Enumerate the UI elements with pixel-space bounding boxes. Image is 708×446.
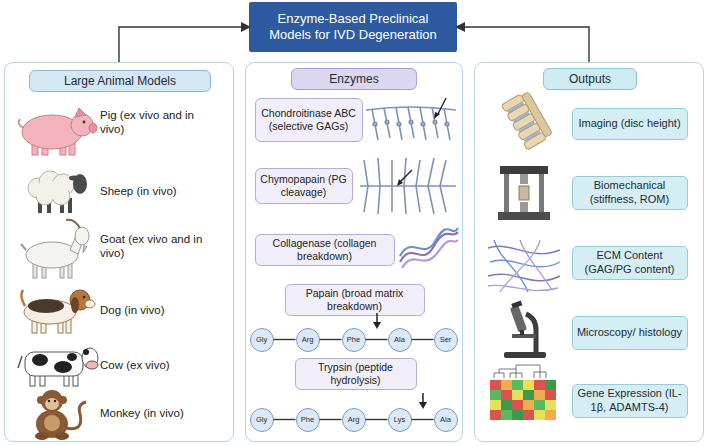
microscope-icon: [504, 300, 546, 358]
amino-acid-circle: Ala: [388, 328, 412, 352]
output-label: Biomechanical (stiffness, ROM): [577, 179, 683, 205]
output-box: Microscopy/ histology: [572, 316, 688, 350]
amino-acid-label: Arg: [348, 415, 360, 424]
amino-acid-label: Phe: [347, 335, 360, 344]
amino-acid-circle: Lys: [388, 408, 412, 432]
cow-icon: [18, 348, 98, 386]
animal-label: Dog (in vivo): [100, 303, 218, 317]
cleavage-arrowhead: [434, 112, 440, 119]
amino-acid-label: Phe: [301, 415, 314, 424]
enzyme-box: Chondroitinase ABC (selective GAGs): [255, 98, 363, 142]
amino-acid-circle: Gly: [250, 328, 274, 352]
connector: [366, 419, 388, 420]
pig-icon: [19, 108, 97, 155]
testing-machine-icon: [498, 166, 550, 220]
output-box: Gene Expression (IL-1β, ADAMTS-4): [572, 384, 688, 418]
amino-acid-circle: Ala: [434, 408, 458, 432]
amino-acid-circle: Arg: [296, 328, 320, 352]
output-box: Imaging (disc height): [572, 108, 688, 140]
output-label: Imaging (disc height): [578, 117, 680, 130]
ecm-fibre-icon: [488, 240, 560, 292]
output-label: Gene Expression (IL-1β, ADAMTS-4): [577, 387, 683, 413]
amino-acid-label: Ala: [440, 415, 451, 424]
cleavage-arrowhead: [373, 322, 381, 329]
enzyme-box: Papain (broad matrix breakdown): [285, 284, 425, 316]
sheep-icon: [28, 171, 87, 213]
output-label: Microscopy/ histology: [577, 326, 682, 339]
amino-acid-circle: Arg: [342, 408, 366, 432]
connector: [320, 339, 342, 340]
cleavage-arrow: [400, 170, 412, 182]
connector: [119, 27, 249, 62]
connector: [412, 419, 434, 420]
amino-acid-circle: Gly: [250, 408, 274, 432]
enzyme-label: Chymopapain (PG cleavage): [259, 173, 349, 198]
panel-heading: Large Animal Models: [29, 70, 211, 92]
panel: OutputsImaging (disc height) Biomechanica…: [474, 62, 704, 442]
animal-label: Cow (ex vivo): [100, 358, 218, 372]
panel-heading: Enzymes: [291, 68, 417, 90]
animal-label: Monkey (in vivo): [100, 406, 218, 420]
amino-acid-label: Lys: [394, 415, 405, 424]
amino-acid-label: Ala: [394, 335, 405, 344]
goat-icon: [21, 220, 89, 278]
title-text: Enzyme-Based Preclinical Models for IVD …: [259, 11, 447, 44]
cleavage-arrowhead: [397, 179, 403, 186]
connector: [366, 339, 388, 340]
title-box: Enzyme-Based Preclinical Models for IVD …: [249, 2, 457, 52]
animal-label: Goat (ex vivo and in vivo): [100, 232, 218, 261]
connector: [274, 339, 296, 340]
cleavage-arrowhead: [419, 402, 427, 409]
dog-icon: [21, 290, 95, 333]
enzyme-box: Chymopapain (PG cleavage): [255, 168, 353, 204]
animal-label: Sheep (in vivo): [100, 184, 218, 198]
amino-acid-circle: Phe: [342, 328, 366, 352]
amino-acid-label: Arg: [302, 335, 314, 344]
amino-acid-circle: Ser: [434, 328, 458, 352]
connector: [457, 27, 589, 62]
connector: [320, 419, 342, 420]
enzyme-label: Trypsin (peptide hydrolysis): [299, 361, 413, 386]
gag-chain-icon: [366, 107, 456, 140]
animal-label: Pig (ex vivo and in vivo): [100, 108, 218, 137]
output-label: ECM Content (GAG/PG content): [577, 249, 683, 275]
spine-icon: [501, 90, 553, 150]
amino-acid-label: Gly: [256, 335, 267, 344]
heatmap-icon: [490, 365, 556, 420]
cleavage-arrow: [422, 393, 424, 404]
panel: EnzymesChondroitinase ABC (selective GAG…: [245, 62, 463, 442]
proteoglycan-icon: [360, 158, 456, 214]
cleavage-arrow: [437, 98, 446, 116]
connector: [274, 419, 296, 420]
amino-acid-label: Ser: [440, 335, 452, 344]
connector: [412, 339, 434, 340]
enzyme-label: Chondroitinase ABC (selective GAGs): [259, 107, 359, 132]
monkey-icon: [35, 390, 86, 440]
output-box: ECM Content (GAG/PG content): [572, 246, 688, 280]
collagen-icon: [400, 228, 458, 268]
enzyme-label: Papain (broad matrix breakdown): [289, 287, 421, 312]
amino-acid-label: Gly: [256, 415, 267, 424]
output-box: Biomechanical (stiffness, ROM): [572, 176, 688, 210]
amino-acid-circle: Phe: [296, 408, 320, 432]
enzyme-box: Collagenase (collagen breakdown): [255, 234, 395, 266]
panel-heading: Outputs: [543, 68, 637, 90]
enzyme-label: Collagenase (collagen breakdown): [259, 237, 391, 262]
enzyme-box: Trypsin (peptide hydrolysis): [295, 358, 417, 390]
